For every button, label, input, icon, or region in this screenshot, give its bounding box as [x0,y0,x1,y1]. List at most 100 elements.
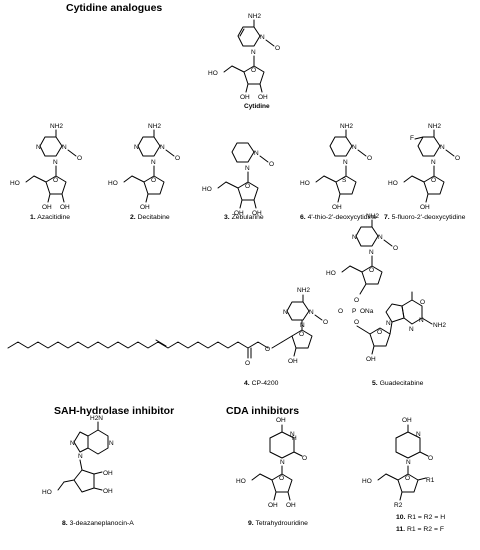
atom-o: O [53,177,58,184]
atom-oh: OH [140,204,150,211]
structure-zebularine: N N O O HO OH OH [202,142,274,217]
atom-h: H [292,435,297,442]
label-tetrahydrouridine: 9. Tetrahydrouridine [248,520,308,527]
label-guadecitabine: 5. Guadecitabine [372,380,424,387]
structure-deazaneplanocin: H2N N N N OH OH HO [42,415,114,496]
atom-n: N [290,431,295,438]
atom-ho: HO [388,180,398,187]
structure-decitabine: NH2 N N N O O HO OH [108,123,180,211]
atom-oh: OH [286,502,296,509]
atom-n: N [134,144,139,151]
atom-n: N [352,234,357,241]
atom-o: O [279,475,284,482]
atom-n: N [343,159,348,166]
label-cp-4200: 4. CP-4200 [244,380,279,387]
atom-nh2: NH2 [50,123,63,130]
atom-oh: OH [276,417,286,424]
atom-ona: ONa [360,308,374,315]
structure-azacitidine: NH2 N N N O O HO OH OH [10,123,82,211]
atom-n: N [70,440,75,447]
atom-o: O [251,67,256,74]
atom-ho: HO [208,70,218,77]
label-decitabine: 2. Decitabine [130,214,170,221]
atom-n: N [260,34,265,41]
atom-nh2: NH2 [148,123,161,130]
atom-oh: OH [288,358,298,365]
atom-n: N [151,159,156,166]
atom-f: F [410,135,414,142]
atom-o: O [428,455,433,462]
label-azacitidine: 1. Azacitidine [30,214,71,221]
atom-n: N [369,249,374,256]
atom-o: O [377,329,382,336]
atom-n: N [416,431,421,438]
structure-tetrahydrouridine: OH H N O N O HO OH OH [236,417,307,509]
label-thio-deoxycytidine: 6. 4'-thio-2'-deoxycytidine [300,214,377,221]
atom-o: O [369,267,374,274]
heading-sah-inhibitor: SAH-hydrolase inhibitor [54,405,175,417]
atom-o: O [275,45,280,52]
atom-oh: OH [42,204,52,211]
atom-oh: OH [252,210,262,217]
atom-n: N [251,49,256,56]
atom-o: O [269,161,274,168]
atom-n: N [409,326,414,333]
atom-o: O [431,177,436,184]
atom-n: N [300,322,305,329]
atom-n: N [378,234,383,241]
atom-o: O [420,299,425,306]
atom-nh2: NH2 [248,13,261,20]
heading-cda-inhibitors: CDA inhibitors [226,405,300,417]
label-compound-10: 10. R1 = R2 = H [396,514,446,521]
atom-n: N [254,150,259,157]
atom-ho: HO [10,180,20,187]
atom-n: N [352,144,357,151]
atom-oh: OH [103,470,113,477]
atom-o: O [175,155,180,162]
structure-cytidine: NH2 N N O O HO OH OH [208,13,280,101]
atom-ho: HO [326,270,336,277]
atom-o: O [299,331,304,338]
atom-n: N [109,440,114,447]
atom-o: O [354,297,359,304]
atom-p: P [352,308,356,315]
atom-nh2: NH2 [340,123,353,130]
atom-oh: OH [258,94,268,101]
atom-nh2: NH2 [366,213,379,220]
atom-n: N [283,309,288,316]
atom-n: N [386,320,391,327]
atom-r2: R2 [394,502,403,509]
label-deazaneplanocin: 8. 3-deazaneplanocin-A [62,520,134,527]
atom-o: O [338,308,343,315]
atom-ho: HO [362,478,372,485]
atom-o: O [354,319,359,326]
label-compound-11: 11. R1 = R2 = F [396,526,444,533]
label-cytidine: Cytidine [244,103,270,110]
atom-oh: OH [60,204,70,211]
atom-n: N [309,309,314,316]
atom-nh2: NH2 [433,322,446,329]
atom-o: O [245,360,250,367]
atom-oh: OH [240,94,250,101]
atom-h2n: H2N [90,415,103,422]
atom-o: O [151,177,156,184]
atom-o: O [367,155,372,162]
atom-n: N [245,165,250,172]
atom-oh: OH [366,356,376,363]
structure-cp-4200: O O O OH N N N O NH2 [7,287,328,367]
atom-o: O [323,319,328,326]
atom-o: O [265,346,270,353]
atom-oh: OH [268,502,278,509]
atom-n: N [280,459,285,466]
structure-fluoro-deoxycytidine: NH2 F N N O O HO OH [388,123,460,211]
atom-o: O [245,183,250,190]
atom-n: N [419,317,424,324]
atom-oh: OH [103,488,113,495]
atom-n: N [62,144,67,151]
atom-o: O [77,155,82,162]
atom-n: N [431,159,436,166]
structure-guadecitabine: NH2 N N N O O HO O O P ONa O O OH [326,213,446,363]
heading-cytidine-analogues: Cytidine analogues [66,2,163,14]
